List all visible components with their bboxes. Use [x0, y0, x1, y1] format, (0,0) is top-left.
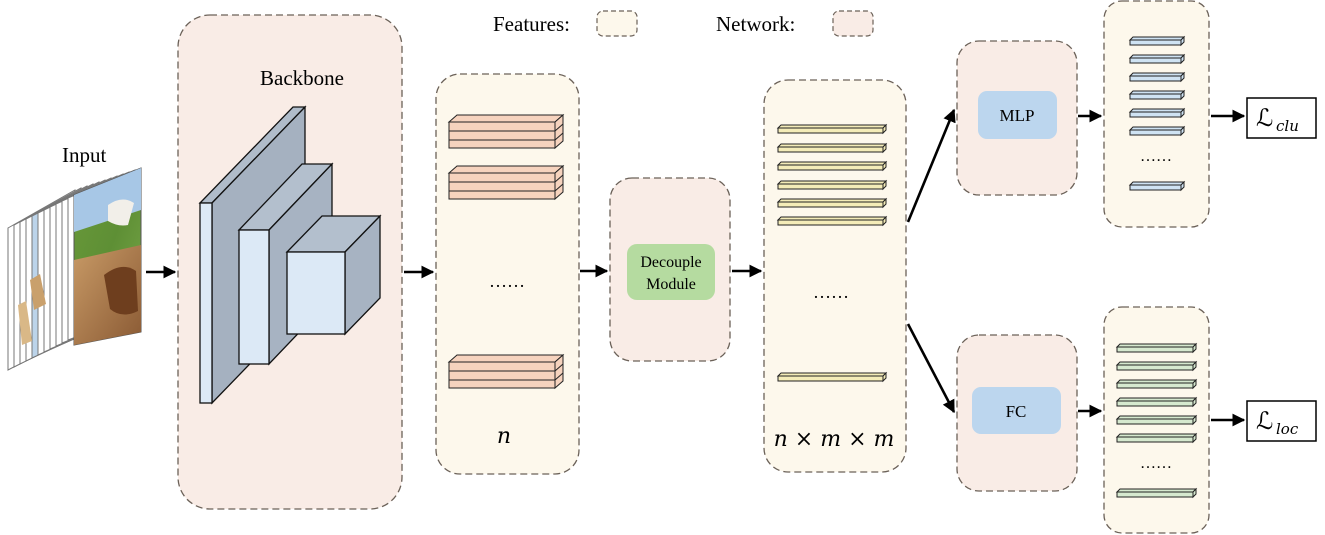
decoupled-count-label: n × m × m — [774, 427, 895, 452]
fc-out-bar-5 — [1115, 414, 1198, 426]
mlp-label: MLP — [1000, 106, 1035, 125]
decoupled-features: …… n × m × m — [763, 79, 907, 473]
fc-out-bar-3 — [1115, 378, 1198, 390]
mlp-out-bar-5 — [1128, 107, 1186, 119]
loss-loc-symbol: ℒ — [1256, 409, 1273, 435]
feature-block-1 — [447, 113, 565, 150]
decouple-core — [627, 244, 715, 300]
decouple-label-line1: Decouple — [640, 254, 701, 271]
arrow-to-fc — [906, 323, 956, 414]
loss-clu-subscript: clu — [1276, 117, 1299, 135]
backbone-label: Backbone — [260, 66, 344, 90]
decoupled-bar-2 — [776, 142, 888, 154]
backbone: Backbone — [177, 14, 403, 510]
legend-features-label: Features: — [493, 12, 570, 36]
fc-out-bar-4 — [1115, 396, 1198, 408]
decoupled-bar-7 — [776, 371, 888, 383]
feature-block-2 — [447, 164, 565, 201]
backbone-layers — [198, 105, 382, 405]
decoupled-bar-6 — [776, 215, 888, 227]
fc-out-bar-1 — [1115, 342, 1198, 354]
legend-features-swatch — [596, 10, 638, 37]
legend-network-swatch — [832, 10, 874, 37]
arrow-to-mlp — [906, 108, 956, 223]
legend-network-label: Network: — [716, 12, 795, 36]
input-images: Input — [7, 143, 142, 371]
loss-clu-symbol: ℒ — [1256, 106, 1273, 132]
mlp-out-bar-7 — [1128, 180, 1186, 192]
loss-loc-subscript: loc — [1276, 420, 1299, 438]
mlp-core — [978, 91, 1057, 139]
fc-out-bar-2 — [1115, 360, 1198, 372]
feature-maps-ellipsis: …… — [489, 271, 525, 291]
feature-maps: …… n — [435, 73, 580, 475]
fc-out-bar-7 — [1115, 487, 1198, 499]
decoupled-ellipsis: …… — [813, 282, 849, 302]
fc-output-ellipsis: …… — [1140, 455, 1172, 472]
fc-branch: FC …… ℒ loc — [956, 306, 1317, 534]
mlp-out-bar-6 — [1128, 125, 1186, 137]
decoupled-bar-5 — [776, 197, 888, 209]
feature-block-3 — [447, 353, 565, 390]
mlp-out-bar-2 — [1128, 53, 1186, 65]
mlp-out-bar-4 — [1128, 89, 1186, 101]
image-stack — [7, 167, 142, 371]
mlp-branch: MLP …… ℒ clu — [956, 0, 1317, 228]
decoupled-bar-4 — [776, 179, 888, 191]
decoupled-bar-1 — [776, 123, 888, 135]
fc-core — [972, 387, 1061, 434]
decoupled-bar-3 — [776, 160, 888, 172]
decouple-module: Decouple Module — [609, 177, 731, 362]
mlp-out-bar-3 — [1128, 71, 1186, 83]
loss-loc-box — [1246, 400, 1317, 442]
decouple-label-line2: Module — [646, 276, 696, 293]
fc-label: FC — [1006, 402, 1027, 421]
feature-count-label: n — [497, 424, 511, 449]
decoupled-features-box — [763, 79, 907, 473]
legend: Features: Network: — [493, 10, 874, 37]
loss-clu-box — [1246, 97, 1317, 139]
mlp-output-ellipsis: …… — [1140, 148, 1172, 165]
input-label: Input — [62, 143, 106, 167]
fc-out-bar-6 — [1115, 432, 1198, 444]
mlp-out-bar-1 — [1128, 35, 1186, 47]
